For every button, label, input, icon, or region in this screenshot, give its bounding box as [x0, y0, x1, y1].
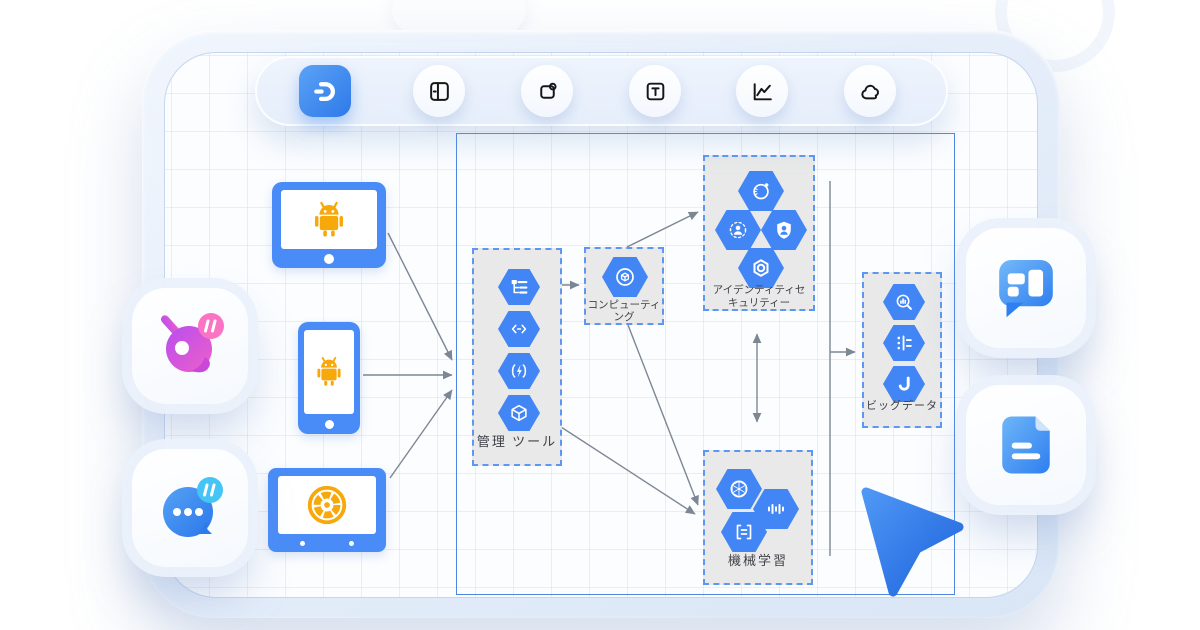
chat-board-icon: [999, 259, 1053, 318]
laptop-dot-right: [349, 541, 354, 546]
messenger-app-card[interactable]: [132, 449, 248, 567]
security-scanner-icon[interactable]: [738, 171, 784, 211]
tablet-home-button: [324, 254, 334, 264]
endpoints-icon[interactable]: [498, 311, 540, 347]
background-blob-decoration: [392, 0, 526, 34]
bigquery-icon[interactable]: [883, 284, 925, 320]
android-robot-icon: [315, 201, 343, 236]
text-icon: [646, 82, 664, 100]
android-robot-icon: [317, 356, 341, 386]
group-label-management: 管理 ツール: [476, 434, 558, 449]
camera-aperture-icon: [307, 485, 347, 525]
group-big-data[interactable]: ビッグデータ: [862, 272, 942, 428]
container-icon[interactable]: [498, 395, 540, 431]
board-chat-app-card[interactable]: [966, 228, 1086, 348]
group-management-tools[interactable]: 管理 ツール: [472, 248, 562, 466]
edrawmax-logo-glyph: [314, 82, 335, 101]
group-label-identity-line1: アイデンティティセ: [712, 285, 806, 296]
datalab-icon[interactable]: [883, 366, 925, 402]
layout-icon: [429, 81, 449, 101]
paper-plane-cursor: [861, 487, 964, 597]
document-app-card[interactable]: [966, 385, 1086, 505]
charts-button[interactable]: [736, 65, 788, 117]
android-tablet-node[interactable]: [272, 182, 386, 268]
toolbar: [255, 56, 948, 126]
security-shield-icon[interactable]: [761, 210, 807, 250]
group-label-machine-learning: 機械学習: [727, 553, 788, 568]
group-label-big-data: ビッグデータ: [866, 400, 938, 412]
group-label-computing-line2: ング: [613, 312, 635, 323]
clipart-button[interactable]: [844, 65, 896, 117]
group-label-identity-line2: キュリティー: [727, 297, 791, 309]
group-machine-learning[interactable]: 機械学習: [703, 450, 813, 585]
phone-home-button: [324, 420, 334, 429]
shapes-icon: [539, 82, 557, 99]
tablet-screen: [281, 190, 377, 249]
group-identity-security[interactable]: アイデンティティセ キュリティー: [703, 155, 815, 311]
clipart-icon: [860, 84, 879, 99]
laptop-screen: [278, 476, 376, 534]
camera-laptop-node[interactable]: [268, 468, 386, 552]
laptop-dot-left: [300, 541, 305, 546]
templates-button[interactable]: [413, 65, 465, 117]
shapes-button[interactable]: [521, 65, 573, 117]
functions-icon[interactable]: [498, 353, 540, 389]
paint-palette-icon: [160, 313, 224, 373]
deployment-manager-icon[interactable]: [498, 269, 540, 305]
compute-engine-icon[interactable]: [602, 257, 648, 297]
chat-bubble-dots-icon: [163, 477, 223, 537]
document-icon: [1002, 416, 1050, 474]
drawing-app-card[interactable]: [132, 288, 248, 404]
security-key-icon[interactable]: [738, 248, 784, 288]
android-phone-node[interactable]: [298, 322, 360, 434]
phone-screen: [304, 330, 354, 414]
group-label-computing-line1: コンピューティ: [587, 300, 661, 311]
iam-icon[interactable]: [715, 210, 761, 250]
ml-engine-icon[interactable]: [716, 469, 762, 509]
translation-api-icon[interactable]: [721, 512, 767, 552]
group-computing[interactable]: コンピューティ ング: [584, 247, 664, 325]
chart-icon: [753, 82, 772, 100]
selection-rectangle[interactable]: [456, 133, 955, 595]
dataflow-icon[interactable]: [883, 325, 925, 361]
text-button[interactable]: [629, 65, 681, 117]
edrawmax-logo[interactable]: [299, 65, 351, 117]
